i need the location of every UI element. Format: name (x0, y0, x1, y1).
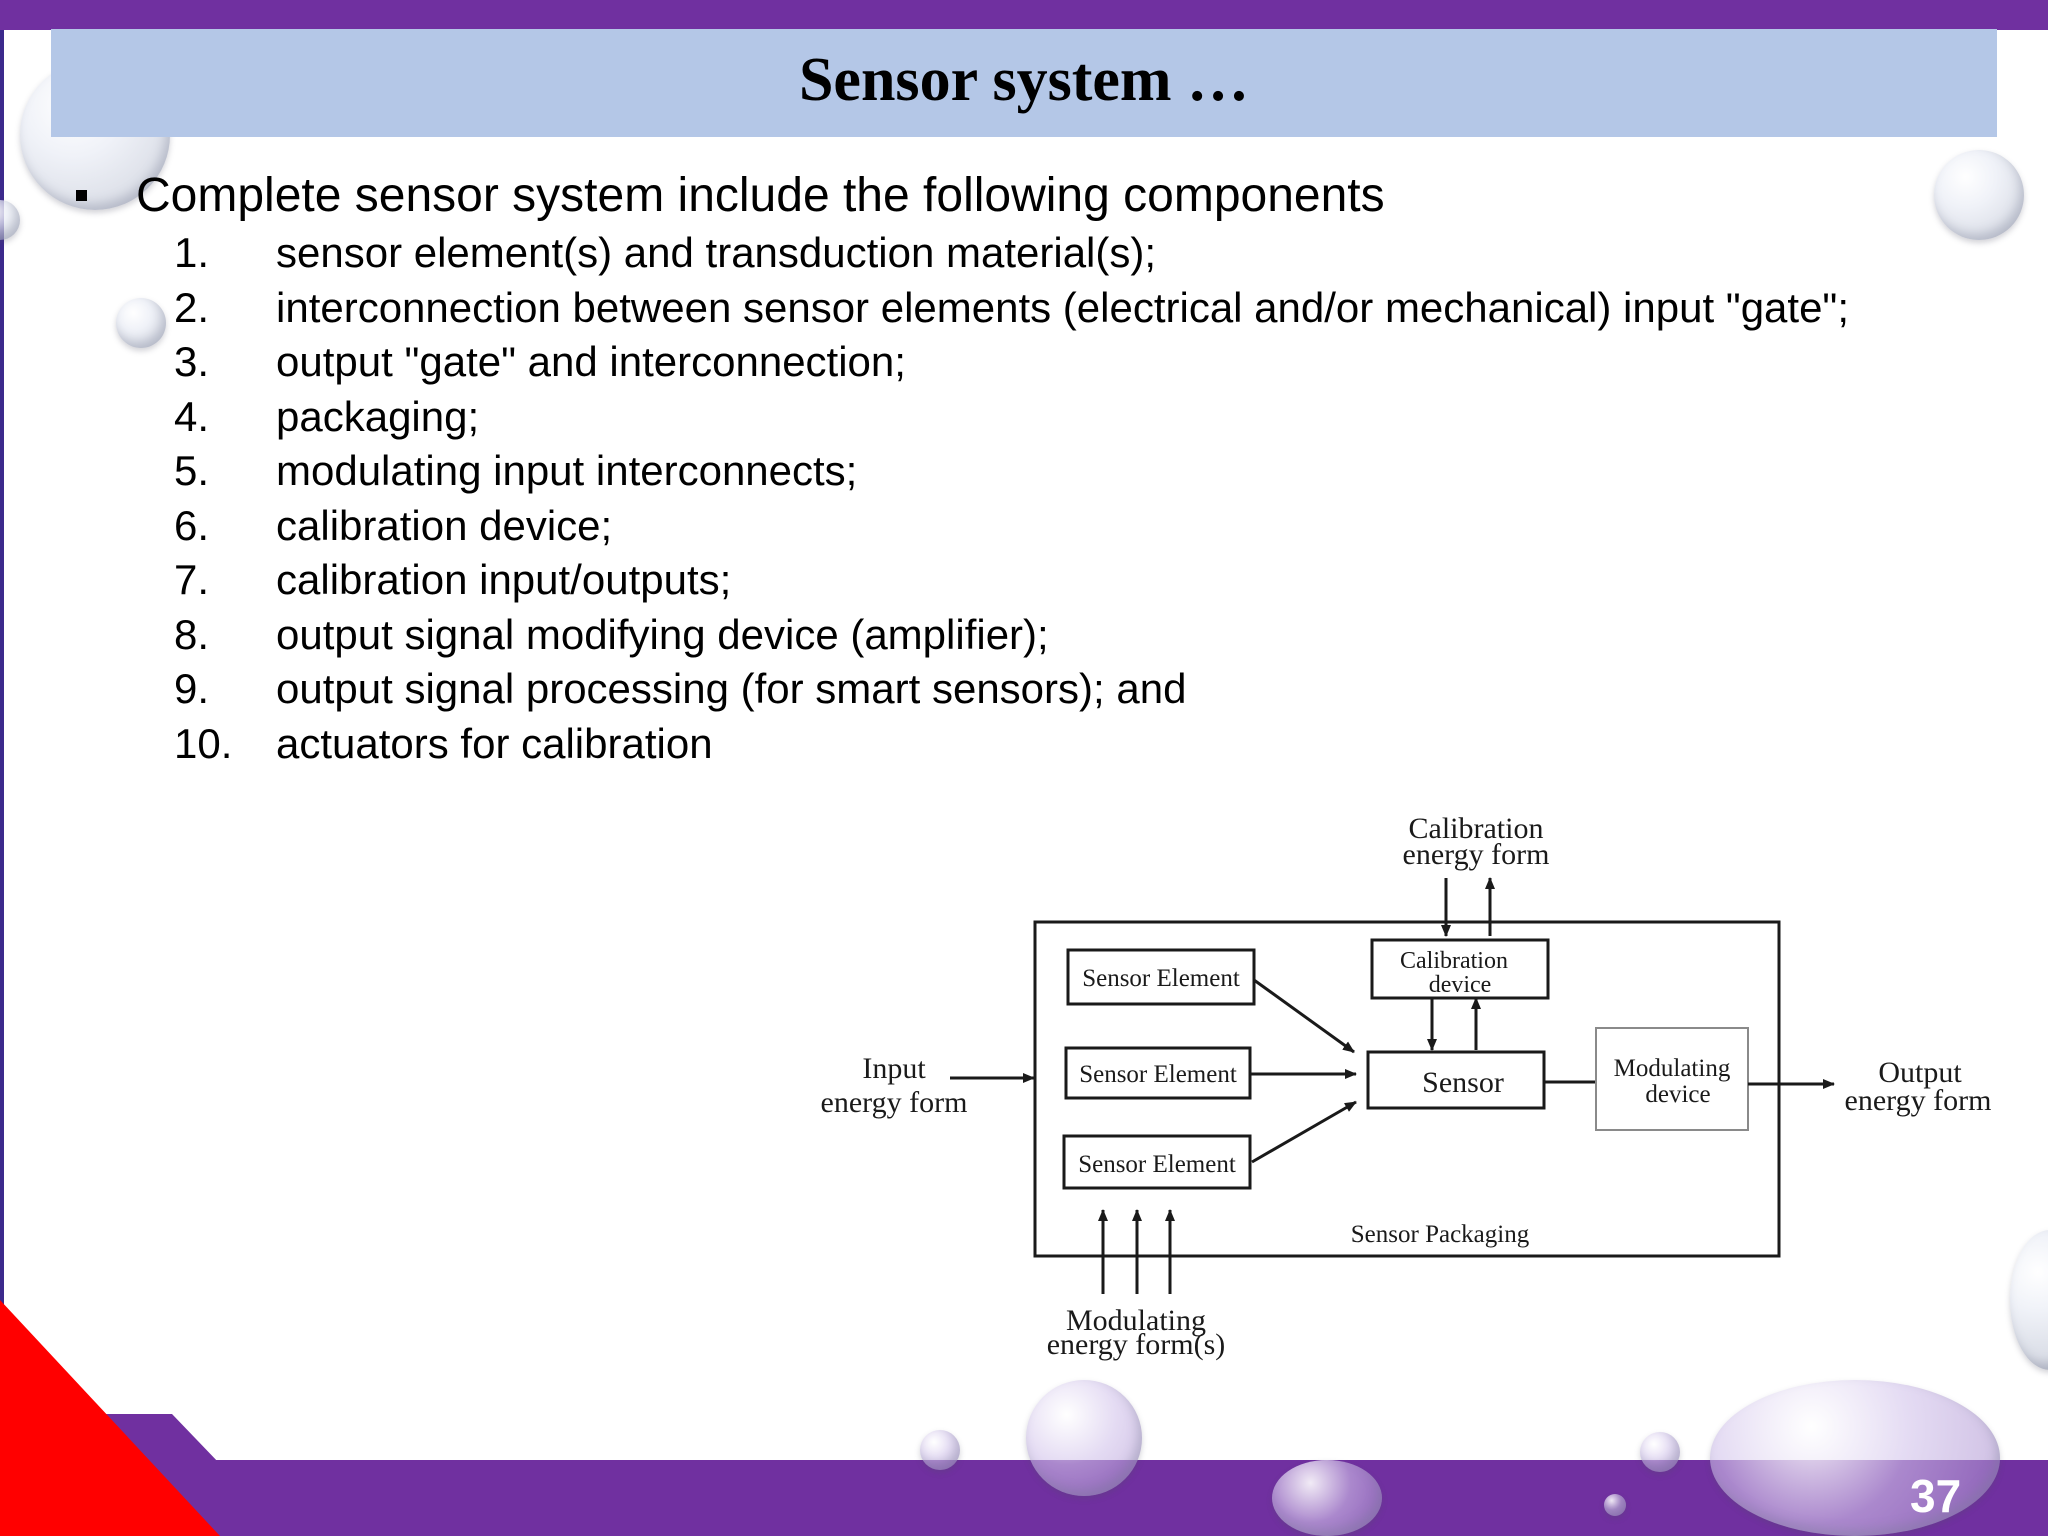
bubble-decoration (1604, 1494, 1626, 1516)
list-number: 1. (174, 229, 210, 276)
bubble-decoration (1272, 1460, 1382, 1536)
sensor-packaging-box (1033, 920, 1781, 1258)
bottom-band (0, 1460, 2048, 1536)
element-to-sensor-arrow (1253, 978, 1355, 1054)
list-text: output signal modifying device (amplifie… (276, 610, 1049, 658)
modulating-device-label: device (1645, 1081, 1710, 1108)
sensor-system-diagram: Calibration energy form Calibration devi… (821, 812, 1992, 1361)
modulating-device-box (1595, 1027, 1749, 1131)
calibration-device-label: Calibration (1400, 948, 1508, 974)
list-item: 8. output signal modifying device (amplif… (174, 608, 1976, 663)
list-item: 1. sensor element(s) and transduction mat… (174, 226, 1976, 281)
bubble-decoration (920, 1430, 960, 1470)
modulating-energy-label: energy form(s) (1047, 1328, 1226, 1361)
calibration-device-label: device (1429, 972, 1492, 998)
list-number: 9. (174, 665, 210, 712)
output-energy-label: energy form (1845, 1084, 1992, 1117)
list-text: output "gate" and interconnection; (276, 338, 906, 385)
list-item: 6. calibration device; (174, 499, 1976, 554)
list-item: 2. interconnection between sensor element… (174, 281, 1976, 336)
list-text: interconnection between sensor elements … (276, 283, 1850, 331)
calibration-energy-label: energy form (1403, 838, 1550, 871)
left-edge-line (0, 30, 4, 1330)
list-text: output signal processing (for smart sens… (276, 665, 1187, 712)
bubble-decoration (1710, 1380, 2000, 1536)
list-number: 4. (174, 392, 210, 440)
list-item: 10. actuators for calibration (174, 717, 1976, 772)
list-number: 6. (174, 501, 210, 549)
bullet-square-icon (76, 190, 87, 201)
list-number: 2. (174, 283, 210, 331)
sensor-label: Sensor (1422, 1066, 1504, 1099)
sensor-element-box (1062, 1134, 1252, 1190)
bubble-decoration (1640, 1432, 1680, 1472)
title-bar: Sensor system … (51, 29, 1997, 137)
slide-title: Sensor system … (798, 46, 1250, 114)
element-to-sensor-arrow (1251, 1100, 1357, 1164)
modulating-device-label: Modulating (1614, 1055, 1731, 1082)
sensor-element-label: Sensor Element (1079, 1061, 1237, 1088)
list-number: 3. (174, 338, 210, 385)
list-text: calibration device; (276, 501, 613, 549)
list-item: 9. output signal processing (for smart se… (174, 662, 1976, 717)
sensor-element-label: Sensor Element (1078, 1151, 1236, 1178)
input-energy-label: Input (862, 1052, 926, 1085)
list-text: packaging; (276, 392, 480, 440)
sensor-element-box (1064, 1046, 1252, 1100)
bubble-decoration (0, 200, 20, 240)
list-number: 8. (174, 610, 210, 658)
input-energy-label: energy form (821, 1086, 968, 1119)
sensor-box (1366, 1050, 1546, 1110)
list-text: calibration input/outputs; (276, 556, 732, 603)
list-text: modulating input interconnects; (276, 447, 858, 494)
list-text: actuators for calibration (276, 719, 713, 767)
bubble-decoration (116, 298, 166, 348)
component-list: 1. sensor element(s) and transduction mat… (174, 226, 1976, 771)
list-item: 7. calibration input/outputs; (174, 553, 1976, 608)
page-number: 37 (1910, 1470, 1962, 1522)
sensor-packaging-label: Sensor Packaging (1351, 1221, 1530, 1248)
list-text: sensor element(s) and transduction mater… (276, 229, 1157, 276)
bubble-decoration (1026, 1380, 1142, 1496)
calibration-device-box (1370, 938, 1550, 1000)
bullet-text: Complete sensor system include the follo… (136, 169, 1385, 222)
list-number: 5. (174, 447, 210, 494)
list-number: 7. (174, 556, 210, 603)
modulating-energy-label: Modulating (1066, 1304, 1206, 1337)
list-number: 10. (174, 719, 233, 767)
sensor-element-box (1066, 948, 1256, 1006)
top-band (0, 0, 2048, 30)
sensor-element-label: Sensor Element (1082, 965, 1240, 992)
calibration-energy-label: Calibration (1409, 812, 1544, 845)
list-item: 5. modulating input interconnects; (174, 444, 1976, 499)
list-item: 3. output "gate" and interconnection; (174, 335, 1976, 390)
bubble-decoration (1934, 150, 2024, 240)
list-item: 4. packaging; (174, 390, 1976, 445)
output-energy-label: Output (1878, 1056, 1962, 1089)
